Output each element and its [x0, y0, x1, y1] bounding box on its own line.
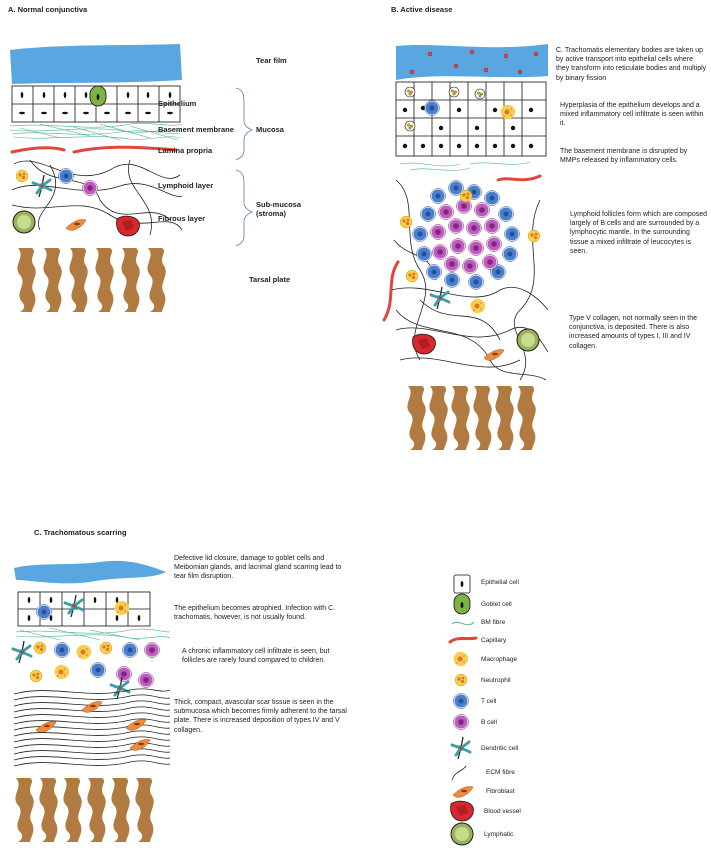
tarsal-plate-c [15, 778, 154, 842]
legend-label-t-cell: T cell [481, 698, 497, 705]
tear-film-b [396, 44, 548, 80]
panel-a-title: A. Normal conjunctiva [8, 5, 88, 14]
t-cell-icon [453, 693, 469, 709]
tarsal-plate-a [17, 248, 166, 312]
b-cell-icon [453, 714, 469, 730]
mucosa-brace [235, 87, 254, 247]
capillary-icon [448, 636, 478, 644]
label-mucosa: Mucosa [256, 125, 284, 134]
macrophage-icon [453, 651, 469, 667]
label-tarsal-plate: Tarsal plate [249, 275, 291, 284]
panel-a-illustration [9, 44, 254, 312]
ecm-fibres-a [11, 159, 183, 236]
legend-label-bm-fibre: BM fibre [481, 619, 506, 626]
label-lamina-propria: Lamina propria [158, 146, 213, 155]
bm-fibre-icon [451, 621, 475, 626]
lymphoid-follicle [412, 180, 520, 290]
legend-label-b-cell: B cell [481, 719, 497, 726]
atrophied-epithelium [17, 591, 151, 627]
dendritic-cell-icon [449, 735, 473, 761]
panel-b-illustration [382, 44, 549, 450]
lymphatic-icon [450, 822, 474, 846]
legend-label-epithelial-cell: Epithelial cell [481, 579, 519, 586]
legend-label-fibroblast: Fibroblast [486, 788, 515, 795]
basement-membrane [9, 122, 183, 141]
panel-c-text-infiltrate: A chronic inflammatory cell infiltrate i… [182, 648, 330, 665]
legend-label-dendritic-cell: Dendritic cell [481, 745, 519, 752]
panel-c-text-tear: Defective lid closure, damage to goblet … [174, 555, 342, 581]
panel-b-text-follicles: Lymphoid follicles form which are compos… [570, 211, 708, 255]
goblet-cell-icon [453, 593, 471, 615]
fibroblast-icon [452, 785, 474, 798]
ecm-fibre-icon [451, 765, 467, 781]
legend-label-blood-vessel: Blood vessel [484, 808, 521, 815]
tear-film-c [14, 560, 166, 584]
blood-vessel-icon [450, 800, 474, 822]
epithelium-layer [11, 85, 181, 123]
tear-film [10, 44, 182, 84]
panel-c-text-epithelium: The epithelium becomes atrophied. Infect… [174, 605, 336, 622]
label-stroma: (stroma) [256, 209, 287, 218]
hyperplastic-epithelium [395, 81, 547, 157]
panel-b-text-infection: C. Trachomatis elementary bodies are tak… [556, 47, 707, 82]
legend-label-goblet-cell: Goblet cell [481, 601, 512, 608]
epithelial-cell-icon [453, 574, 471, 594]
scar-tissue [13, 688, 171, 767]
panel-c-title: C. Trachomatous scarring [34, 528, 127, 537]
panel-c-illustration [10, 560, 171, 842]
label-lymphoid-layer: Lymphoid layer [158, 181, 214, 190]
panel-b-title: B. Active disease [391, 5, 453, 14]
capillaries [10, 145, 178, 154]
label-basement-membrane: Basement membrane [158, 125, 234, 134]
legend-label-lymphatic: Lymphatic [484, 831, 514, 838]
legend-label-neutrophil: Neutrophil [481, 677, 511, 684]
neutrophil-icon [454, 673, 468, 687]
panel-b-text-collagen: Type V collagen, not normally seen in th… [569, 315, 698, 350]
label-fibrous-layer: Fibrous layer [158, 214, 206, 223]
label-epithelium: Epithelium [158, 99, 197, 108]
label-tear-film: Tear film [256, 56, 287, 65]
panel-b-text-hyperplasia: Hyperplasia of the epithelium develops a… [560, 102, 704, 128]
legend-label-capillary: Capillary [481, 637, 507, 644]
label-sub-mucosa: Sub-mucosa [256, 200, 302, 209]
panel-b-text-basement: The basement membrane is disrupted by MM… [560, 148, 688, 165]
legend-icons [448, 574, 478, 846]
panel-c-text-scar: Thick, compact, avascular scar tissue is… [174, 699, 347, 734]
legend-label-macrophage: Macrophage [481, 656, 518, 663]
tarsal-plate-b [407, 386, 536, 450]
legend-label-ecm-fibre: ECM fibre [486, 769, 515, 776]
